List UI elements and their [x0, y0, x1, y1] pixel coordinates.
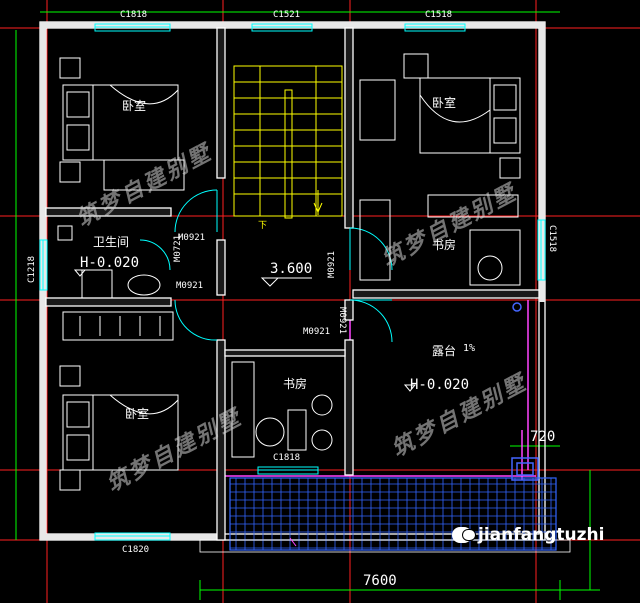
- window-symbols: [39, 23, 546, 541]
- door-tag-center-vertical: M0921: [337, 307, 347, 335]
- bed-top-right: [359, 53, 521, 179]
- window-tag-top-left: C1818: [120, 10, 148, 20]
- brand-text: jianfangtuzhi: [478, 525, 605, 545]
- window-tag-left-side: C1218: [27, 255, 37, 283]
- door-tag-bath-upper: M0921: [178, 233, 206, 243]
- window-tag-top-right: C1518: [425, 10, 453, 20]
- door-tag-bath-lower: M0921: [176, 281, 204, 291]
- staircase: [233, 65, 343, 219]
- door-tag-terrace: M0921: [303, 327, 331, 337]
- level-terrace: H-0.020: [410, 377, 470, 393]
- window-tag-top-center: C1521: [273, 10, 301, 20]
- door-tag-study-right: M0921: [327, 250, 337, 278]
- interior-walls: [45, 27, 540, 541]
- level-bathroom: H-0.020: [80, 255, 140, 271]
- level-markers: [73, 269, 417, 392]
- dimension-lines: [15, 11, 600, 600]
- room-bedroom-top-right: 卧室: [432, 96, 457, 110]
- room-bathroom: 卫生间: [93, 235, 130, 249]
- terrace-slope: 1%: [463, 343, 476, 354]
- bathroom-fixtures: [57, 225, 161, 299]
- room-study-right: 书房: [432, 238, 457, 252]
- door-swings: [139, 189, 393, 343]
- room-bedroom-top-left: 卧室: [122, 99, 147, 113]
- window-tag-right-side: C1518: [547, 225, 557, 253]
- dimension-overall-width: 7600: [363, 573, 397, 589]
- brand-badge: jianfangtuzhi: [452, 524, 604, 546]
- window-tag-study-bottom: C1818: [273, 453, 301, 463]
- door-tag-bath-vertical: M0721: [173, 234, 183, 262]
- terrace-drain: [511, 302, 539, 481]
- room-study-bottom: 书房: [283, 377, 308, 391]
- wechat-icon: [452, 527, 476, 543]
- dimension-balcony-offset: 720: [530, 429, 556, 445]
- bed-bottom-left: [59, 311, 179, 491]
- stair-down-label: 下: [258, 221, 268, 231]
- room-terrace: 露台: [432, 344, 457, 358]
- roof-tiles: [199, 477, 571, 553]
- room-bedroom-bottom-left: 卧室: [125, 407, 150, 421]
- window-tag-bottom-left: C1820: [122, 545, 150, 555]
- bed-top-left: [59, 57, 185, 191]
- level-stair-landing: 3.600: [270, 261, 313, 277]
- study-right-furniture: [359, 194, 521, 286]
- study-bottom-furniture: [231, 361, 333, 458]
